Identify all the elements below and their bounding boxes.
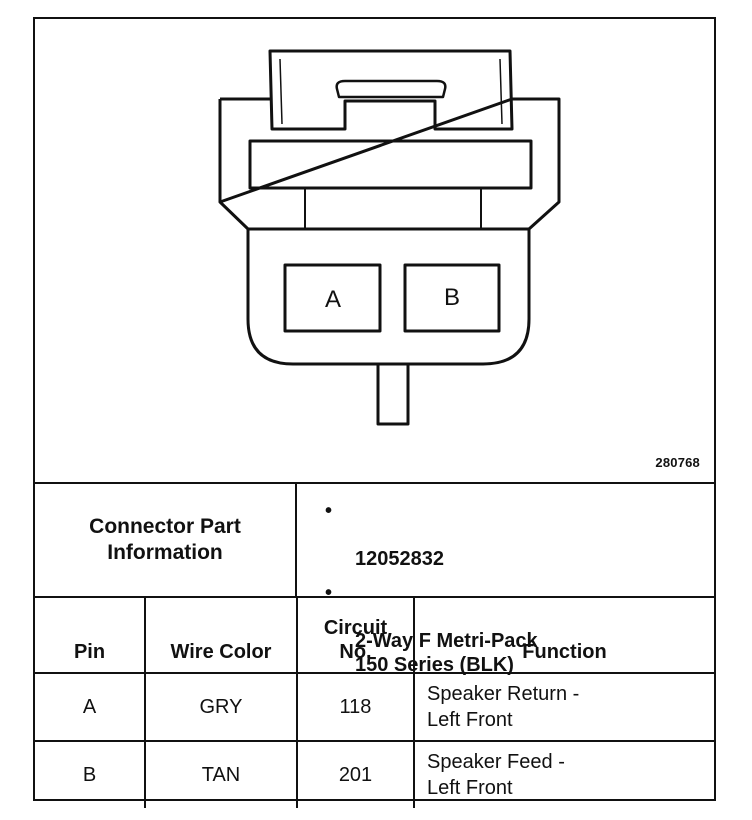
pin-table-header: Pin Wire Color Circuit No. Function (35, 598, 714, 674)
pin-cell: A (35, 672, 146, 742)
part-number-item: • 12052832 (325, 499, 538, 571)
body-ridge (248, 139, 533, 190)
pin-table: Pin Wire Color Circuit No. Function A GR… (35, 598, 714, 808)
cavity-b-label: B (444, 284, 460, 311)
connector-part-info: Connector Part Information • 12052832 • … (35, 484, 714, 676)
cavity-a-label: A (325, 286, 341, 313)
circuit-cell: 201 (296, 740, 415, 808)
connector-info-sheet: A B 280768 Connector Part Information • … (33, 17, 716, 808)
bullet: • (325, 500, 333, 522)
connector-latch (268, 49, 514, 131)
figure-number: 280768 (655, 455, 700, 470)
function-cell: Speaker Feed - Left Front (413, 740, 714, 808)
bullet: • (325, 582, 333, 604)
wire-color-cell: GRY (144, 672, 298, 742)
wire-color-cell: TAN (144, 740, 298, 808)
cavity-a (283, 263, 382, 333)
wire-lead (376, 362, 410, 426)
table-row: B TAN 201 Speaker Feed - Left Front (35, 740, 714, 808)
circuit-cell: 118 (296, 672, 415, 742)
terminal-housing (246, 229, 531, 366)
header-wire-color: Wire Color (144, 598, 298, 674)
header-pin: Pin (35, 598, 146, 674)
part-number: 12052832 (355, 548, 444, 570)
cavity-b (403, 263, 501, 333)
function-cell: Speaker Return - Left Front (413, 672, 714, 742)
pin-cell: B (35, 740, 146, 808)
connector-part-info-label: Connector Part Information (35, 484, 297, 596)
header-function: Function (413, 598, 714, 674)
header-circuit-no: Circuit No. (296, 598, 415, 674)
connector-drawing: A B (218, 49, 561, 426)
connector-figure: A B 280768 (35, 19, 714, 484)
table-row: A GRY 118 Speaker Return - Left Front (35, 672, 714, 742)
latch-slot (335, 79, 447, 99)
